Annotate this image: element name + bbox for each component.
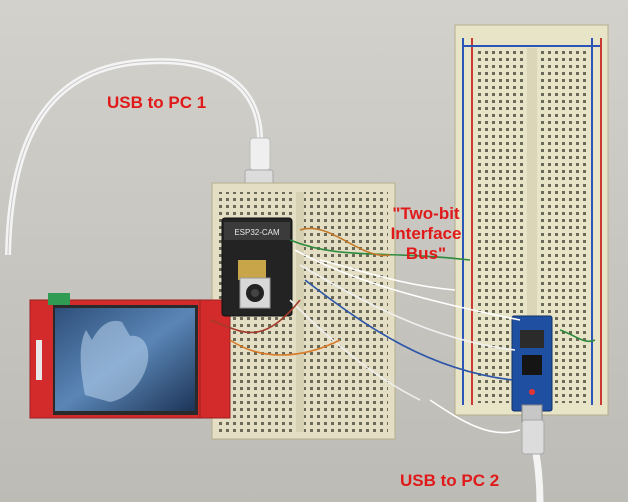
usb-plug-2: [521, 419, 545, 455]
jumper-wires: [209, 227, 596, 434]
svg-text:ESP32-CAM: ESP32-CAM: [234, 228, 280, 237]
tft-display: [29, 293, 231, 419]
arduino-nano: [511, 315, 553, 424]
usb-plug-1: [249, 137, 271, 171]
bus-label-line-2: Interface: [390, 224, 462, 243]
usb-to-pc1-label: USB to PC 1: [107, 93, 207, 112]
bus-label-line-1: "Two-bit: [392, 204, 460, 223]
two-bit-interface-bus-label: "Two-bit Interface Bus": [386, 204, 466, 264]
esp32-cam-module: ESP32-CAM: [221, 217, 293, 317]
bus-label-line-3: Bus": [405, 244, 447, 263]
usb-to-pc2-label: USB to PC 2: [400, 471, 500, 490]
